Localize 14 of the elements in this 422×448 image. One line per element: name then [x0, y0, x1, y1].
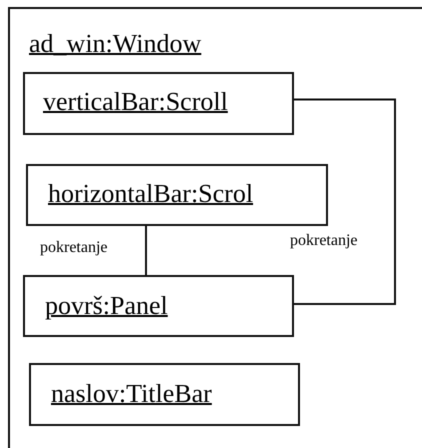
- edge-label: pokretanje: [40, 240, 108, 256]
- edge-label: pokretanje: [290, 233, 358, 249]
- object-name: površ:Panel: [45, 293, 168, 319]
- object-box: [23, 72, 294, 135]
- object-box: [26, 164, 328, 226]
- object-box: [23, 275, 294, 337]
- object-name: verticalBar:Scroll: [43, 89, 228, 115]
- package-frame: [8, 7, 422, 448]
- object-box: [29, 363, 300, 426]
- object-name: ad_win:Window: [29, 31, 202, 57]
- connector-line: [145, 226, 147, 275]
- object-name: horizontalBar:Scrol: [48, 181, 254, 207]
- object-name: naslov:TitleBar: [51, 381, 212, 407]
- connector-line: [294, 98, 396, 305]
